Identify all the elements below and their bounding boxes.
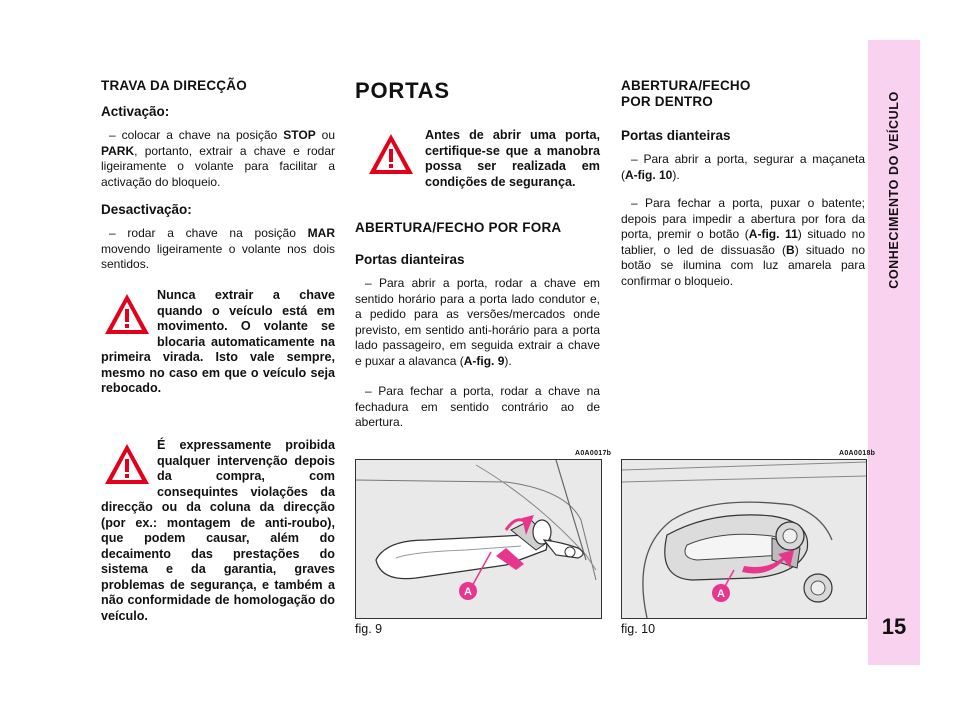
figure-code: A0A0017b <box>575 450 612 457</box>
closing-inside-text: – Para fechar a porta, puxar o batente; … <box>621 196 866 288</box>
opening-inside-text: – Para abrir a porta, segurar a maçaneta… <box>621 152 865 182</box>
warning-modifications: É expressamente proibida qualquer interv… <box>101 438 335 623</box>
warning-icon <box>369 134 413 174</box>
warning-icon <box>105 294 149 334</box>
figure-9: A <box>355 459 602 619</box>
activation-label: Activação: <box>101 104 170 119</box>
warning-door-opening: Antes de abrir uma porta, certifique-se … <box>355 128 600 190</box>
front-doors-label: Portas dianteiras <box>621 128 731 143</box>
door-handle-inside-illustration: A <box>622 460 866 618</box>
section-title: CONHECIMENTO DO VEÍCULO <box>887 91 901 289</box>
door-handle-outside-illustration: A <box>356 460 601 618</box>
activation-text: – colocar a chave na posição STOP ou PAR… <box>101 128 335 189</box>
doors-title: PORTAS <box>355 78 450 103</box>
heading-opening-outside: ABERTURA/FECHO POR FORA <box>355 220 562 235</box>
heading-steering-lock: TRAVA DA DIRECÇÃO <box>101 78 247 93</box>
figure-caption: fig. 10 <box>621 622 656 636</box>
figure-label-a: A <box>464 586 472 598</box>
section-sidebar <box>868 40 920 665</box>
warning-icon <box>105 444 149 484</box>
closing-outside-text: – Para fechar a porta, rodar a chave na … <box>355 384 600 429</box>
deactivation-text: – rodar a chave na posição MAR movendo l… <box>101 226 335 271</box>
opening-outside-text: – Para abrir a porta, rodar a chave em s… <box>355 276 600 368</box>
deactivation-label: Desactivação: <box>101 202 192 217</box>
front-doors-label: Portas dianteiras <box>355 252 465 267</box>
heading-opening-inside-line1: ABERTURA/FECHO <box>621 78 751 93</box>
figure-code: A0A0018b <box>839 450 876 457</box>
figure-caption: fig. 9 <box>355 622 383 636</box>
warning-key-removal: Nunca extrair a chave quando o veículo e… <box>101 288 335 395</box>
heading-opening-inside-line2: POR DENTRO <box>621 94 714 109</box>
page-number: 15 <box>881 614 907 639</box>
figure-label-a: A <box>717 588 725 600</box>
figure-10: A <box>621 459 867 619</box>
